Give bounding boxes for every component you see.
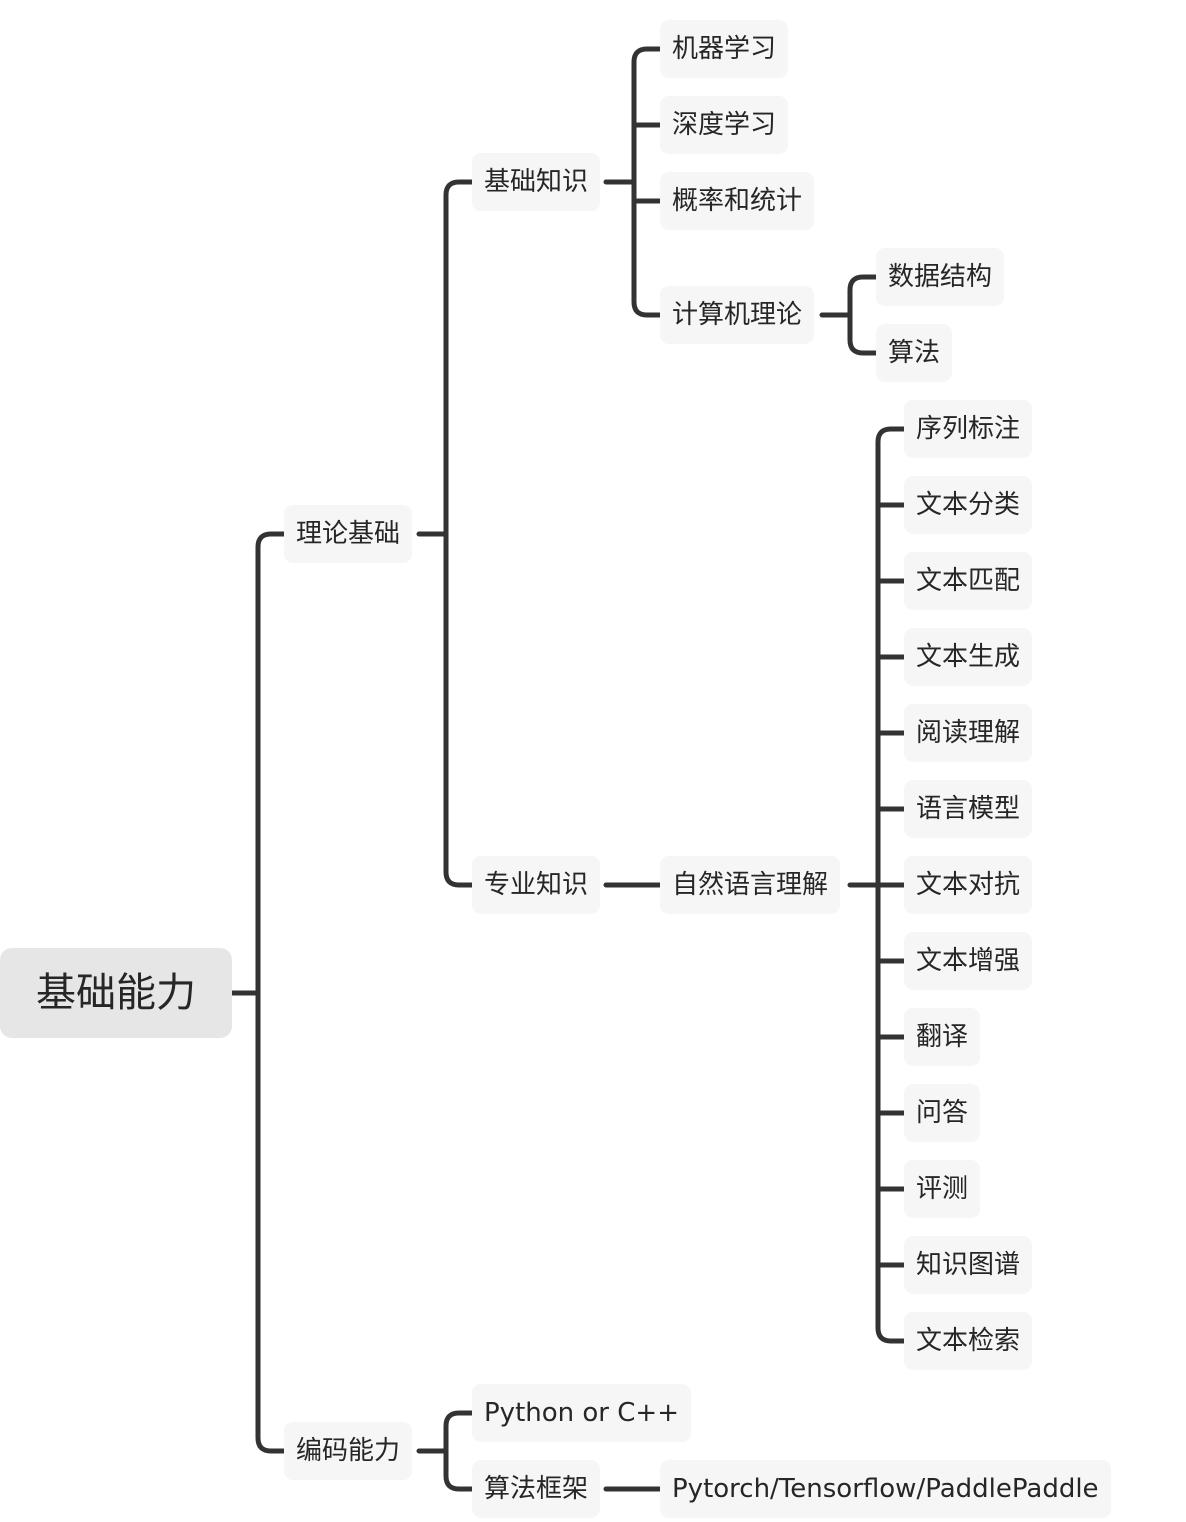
node-algorithms[interactable]: 算法 [876, 324, 953, 382]
node-label: 语言模型 [916, 794, 1021, 824]
node-nlu-item[interactable]: 文本分类 [904, 476, 1033, 534]
node-label: 理论基础 [296, 519, 401, 549]
connector-nlu [847, 426, 907, 1344]
node-probability-statistics[interactable]: 概率和统计 [660, 172, 815, 230]
node-label: 问答 [916, 1098, 969, 1128]
node-nlu-item[interactable]: 文本检索 [904, 1312, 1033, 1370]
node-basics[interactable]: 基础知识 [472, 153, 601, 211]
node-nlu-item[interactable]: 文本匹配 [904, 552, 1033, 610]
node-label: 序列标注 [916, 414, 1021, 444]
node-label: 计算机理论 [672, 300, 803, 330]
node-label: 文本匹配 [916, 566, 1021, 596]
node-nlu-item[interactable]: 阅读理解 [904, 704, 1033, 762]
node-nlu-item[interactable]: 文本生成 [904, 628, 1033, 686]
node-label: 文本检索 [916, 1326, 1021, 1356]
node-label: 知识图谱 [916, 1250, 1021, 1280]
node-nlu-item[interactable]: 语言模型 [904, 780, 1033, 838]
node-label: 自然语言理解 [672, 870, 829, 900]
node-nlu-item[interactable]: 文本对抗 [904, 856, 1033, 914]
node-label: 文本增强 [916, 946, 1021, 976]
connector-basics [603, 46, 663, 318]
root-label: 基础能力 [36, 970, 196, 1016]
node-specialty[interactable]: 专业知识 [472, 856, 601, 914]
node-label: 概率和统计 [672, 186, 803, 216]
root-node[interactable]: 基础能力 [0, 948, 232, 1038]
node-label: 数据结构 [888, 262, 993, 292]
node-label: 深度学习 [672, 110, 777, 140]
node-label: 阅读理解 [916, 718, 1021, 748]
node-nlu-item[interactable]: 问答 [904, 1084, 981, 1142]
connector-coding [416, 1410, 475, 1492]
node-label: Pytorch/Tensorflow/PaddlePaddle [672, 1474, 1099, 1504]
node-data-structures[interactable]: 数据结构 [876, 248, 1005, 306]
node-machine-learning[interactable]: 机器学习 [660, 20, 789, 78]
node-label: 专业知识 [484, 870, 589, 900]
node-label: 编码能力 [296, 1436, 401, 1466]
node-deep-learning[interactable]: 深度学习 [660, 96, 789, 154]
node-label: 评测 [916, 1174, 969, 1204]
node-label: Python or C++ [484, 1398, 679, 1428]
node-coding[interactable]: 编码能力 [284, 1422, 413, 1480]
node-framework-list[interactable]: Pytorch/Tensorflow/PaddlePaddle [660, 1460, 1111, 1518]
node-label: 文本分类 [916, 490, 1021, 520]
node-nlu-item[interactable]: 评测 [904, 1160, 981, 1218]
node-frameworks[interactable]: 算法框架 [472, 1460, 601, 1518]
node-label: 机器学习 [672, 34, 777, 64]
node-label: 算法 [888, 338, 941, 368]
node-nlu-item[interactable]: 翻译 [904, 1008, 981, 1066]
node-cs-theory[interactable]: 计算机理论 [660, 286, 815, 344]
node-nlu-item[interactable]: 文本增强 [904, 932, 1033, 990]
connector-cs [819, 274, 879, 356]
node-nlu[interactable]: 自然语言理解 [660, 856, 841, 914]
node-label: 文本生成 [916, 642, 1021, 672]
node-label: 算法框架 [484, 1474, 589, 1504]
node-language[interactable]: Python or C++ [472, 1384, 691, 1442]
node-nlu-item[interactable]: 序列标注 [904, 400, 1033, 458]
connector-theory [416, 179, 475, 888]
node-label: 翻译 [916, 1022, 969, 1052]
node-nlu-item[interactable]: 知识图谱 [904, 1236, 1033, 1294]
connector-root [229, 531, 287, 1454]
node-theory[interactable]: 理论基础 [284, 505, 413, 563]
node-label: 基础知识 [484, 167, 589, 197]
node-label: 文本对抗 [916, 870, 1021, 900]
